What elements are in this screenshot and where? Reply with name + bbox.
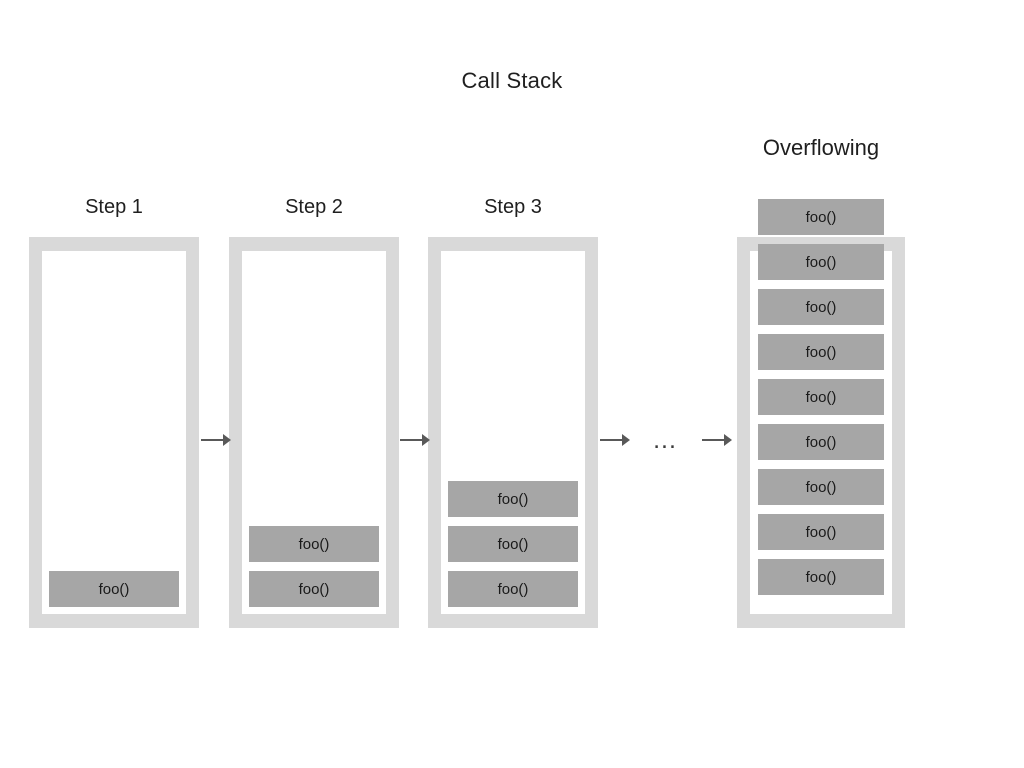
stack-frame: foo(): [758, 244, 884, 280]
step-title-1: Step 1: [85, 196, 143, 218]
page-title: Call Stack: [461, 68, 563, 93]
call-stack-step-2-interior: foo() foo(): [242, 251, 386, 614]
stack-frame: foo(): [758, 379, 884, 415]
stack-frame-overflow: foo(): [758, 199, 884, 235]
stack-frame: foo(): [758, 424, 884, 460]
stack-frame: foo(): [448, 526, 578, 562]
call-stack-step-1-interior: foo(): [42, 251, 186, 614]
stack-frame: foo(): [758, 469, 884, 505]
stack-frame: foo(): [49, 571, 179, 607]
step-title-2: Step 2: [285, 196, 343, 218]
stack-frame: foo(): [758, 289, 884, 325]
call-stack-step-3: foo() foo() foo(): [428, 237, 598, 628]
ellipsis-continuation: ...: [653, 426, 677, 454]
call-stack-step-1: foo(): [29, 237, 199, 628]
stack-frame: foo(): [249, 571, 379, 607]
stack-frame: foo(): [448, 481, 578, 517]
step-title-3: Step 3: [484, 196, 542, 218]
arrow-right-icon: [701, 428, 733, 452]
stack-frame: foo(): [448, 571, 578, 607]
stack-frame: foo(): [758, 514, 884, 550]
overflow-stack-title: Overflowing: [762, 135, 880, 160]
call-stack-step-2: foo() foo(): [229, 237, 399, 628]
stack-frame: foo(): [758, 334, 884, 370]
overflowing-frame-group: foo() foo() foo() foo() foo() foo() foo(…: [758, 199, 884, 595]
arrow-right-icon: [599, 428, 631, 452]
arrow-right-icon: [200, 428, 232, 452]
stack-frame: foo(): [758, 559, 884, 595]
call-stack-step-3-interior: foo() foo() foo(): [441, 251, 585, 614]
arrow-right-icon: [399, 428, 431, 452]
stack-frame: foo(): [249, 526, 379, 562]
